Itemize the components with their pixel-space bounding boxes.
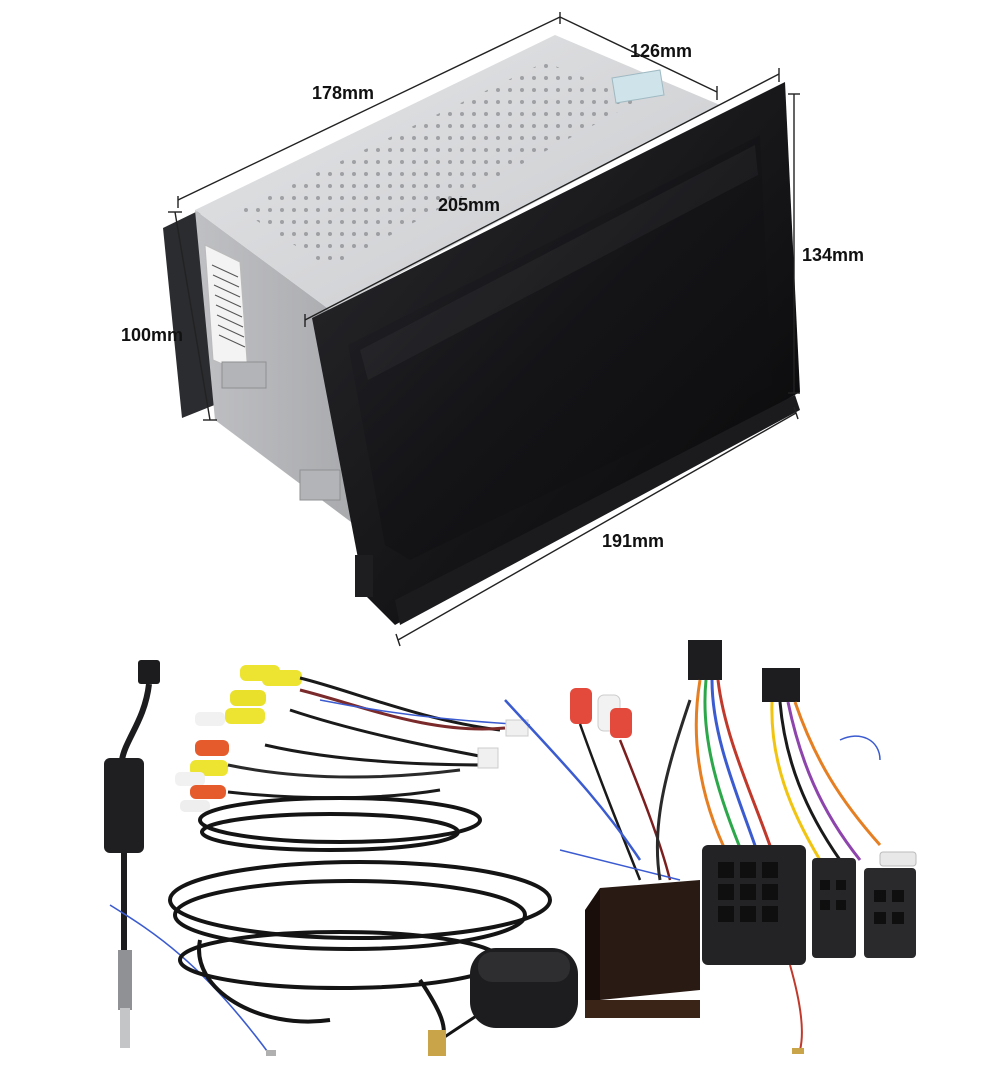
audio-harness	[504, 688, 681, 881]
fuse-holder	[879, 851, 917, 867]
antenna-adapter	[104, 660, 276, 1056]
head-unit	[163, 35, 800, 625]
dimension-label-top-depth: 178mm	[312, 83, 375, 103]
display-screen	[348, 135, 772, 560]
side-connector	[355, 555, 373, 597]
rca-plugs	[175, 665, 302, 812]
label-sticker	[611, 69, 665, 104]
dimension-label-top-width: 126mm	[630, 41, 693, 61]
antenna-plug	[118, 950, 132, 1010]
iso-plug	[762, 668, 800, 702]
antenna-amplifier	[104, 758, 144, 853]
iso-plug	[688, 640, 722, 680]
mount-tab	[221, 361, 267, 389]
mount-tab	[299, 469, 341, 501]
rca-harness	[175, 665, 531, 812]
canbus-decoder	[585, 880, 700, 1018]
top-vents	[240, 62, 640, 268]
accessories	[104, 640, 917, 1056]
dimension-label-bottom-width: 191mm	[602, 531, 665, 551]
screen-reflection	[360, 145, 758, 380]
dimension-label-chassis-height: 100mm	[121, 325, 184, 345]
gps-connector	[428, 1030, 446, 1056]
iso-connector	[702, 845, 916, 1054]
rca-connector	[477, 747, 499, 769]
dimension-label-front-width: 205mm	[438, 195, 501, 215]
barcode-lines	[211, 264, 246, 348]
power-harness	[655, 640, 917, 881]
dimension-label-front-height: 134mm	[802, 245, 865, 265]
bezel-lip	[395, 395, 800, 625]
gps-antenna	[428, 948, 578, 1056]
rca-cables	[227, 676, 531, 800]
dimension-lines	[168, 12, 800, 647]
rca-connector	[505, 719, 529, 737]
